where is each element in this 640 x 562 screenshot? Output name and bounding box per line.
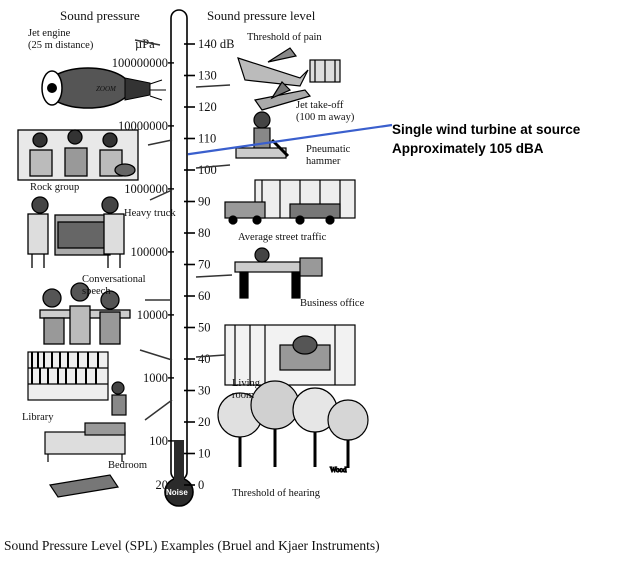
threshold-of-pain-label: Threshold of pain [247, 32, 322, 43]
jet-engine-label: (25 m distance) [28, 40, 94, 51]
rock-group-label: Rock group [30, 182, 79, 193]
business-office-illustration [234, 247, 323, 299]
pressure-label: 10000 [137, 308, 168, 322]
library-illustration [27, 351, 127, 416]
pressure-label: 100 [149, 434, 168, 448]
db-tick-label: 120 [198, 100, 217, 114]
pressure-label: 100000000 [112, 56, 168, 70]
arrows [134, 39, 233, 421]
jet-engine-label: Jet engine [28, 28, 71, 39]
jet-take-off-illustration [253, 81, 312, 111]
average-street-traffic-label: Average street traffic [238, 232, 327, 243]
header-sound-pressure-level: Sound pressure level [207, 8, 316, 23]
db-tick-label: 10 [198, 447, 211, 461]
db-tick-label: 60 [198, 289, 211, 303]
heavy-truck-label: Heavy truck [124, 208, 176, 219]
thermometer: Noise [164, 9, 194, 507]
pneumatic-hammer-label: Pneumatic [306, 144, 351, 155]
street-traffic-illustration [224, 179, 356, 225]
db-tick-label: 90 [198, 195, 211, 209]
db-tick-label: 110 [198, 132, 216, 146]
db-tick-label: 80 [198, 226, 211, 240]
db-tick-label: 20 [198, 415, 211, 429]
forest-illustration: Wood [217, 380, 369, 475]
living-room-illustration [224, 324, 356, 386]
threshold-of-hearing-label: Threshold of hearing [232, 488, 321, 499]
wood-sign-label: Wood [330, 466, 347, 474]
jet-engine-illustration: ZOOM [41, 67, 166, 109]
rock-group-illustration [17, 129, 139, 181]
pressure-label: 20 [156, 478, 169, 492]
examples-left: Jet engine(25 m distance) Rock groupHeavy… [22, 28, 176, 471]
living-room-label: Living [232, 378, 261, 389]
noise-logo-text: Noise [166, 488, 188, 497]
db-tick-label: 70 [198, 258, 211, 272]
business-office-label: Business office [300, 298, 365, 309]
wind-turbine-marker-line [187, 123, 393, 156]
jet-take-off-label: Jet take-off [296, 100, 344, 111]
pressure-label: 10000000 [118, 119, 168, 133]
figure-caption: Sound Pressure Level (SPL) Examples (Bru… [4, 538, 380, 553]
header-sound-pressure: Sound pressure [60, 8, 140, 23]
conversational-speech-label: speech [82, 286, 111, 297]
heavy-truck-illustration [27, 196, 125, 268]
pneumatic-hammer-label: hammer [306, 156, 341, 167]
db-tick-label: 100 [198, 163, 217, 177]
bedroom-illustration [44, 422, 126, 498]
db-tick-label: 130 [198, 69, 217, 83]
conversational-speech-label: Conversational [82, 274, 146, 285]
db-tick-label: 140 dB [198, 37, 234, 51]
db-tick-label: 0 [198, 478, 204, 492]
pressure-labels: 100000000 10000000 1000000 100000 10000 1000 1… [112, 56, 174, 492]
db-tick-label: 40 [198, 352, 211, 366]
pressure-label: 1000000 [124, 182, 168, 196]
library-label: Library [22, 412, 54, 423]
db-tick-label: 50 [198, 321, 211, 335]
threshold-of-pain-illustration [237, 47, 341, 87]
svg-text:ZOOM: ZOOM [96, 85, 117, 93]
jet-take-off-label: (100 m away) [296, 112, 355, 123]
bedroom-label: Bedroom [108, 460, 147, 471]
pressure-label: 1000 [143, 371, 168, 385]
living-room-label: room [232, 390, 254, 401]
conversational-speech-illustration [39, 282, 131, 345]
db-tick-label: 30 [198, 384, 211, 398]
pneumatic-hammer-illustration [235, 111, 290, 159]
pressure-label: 100000 [131, 245, 169, 259]
wind-turbine-label: Single wind turbine at source [392, 122, 581, 137]
wind-turbine-level-label: Approximately 105 dBA [392, 141, 544, 156]
